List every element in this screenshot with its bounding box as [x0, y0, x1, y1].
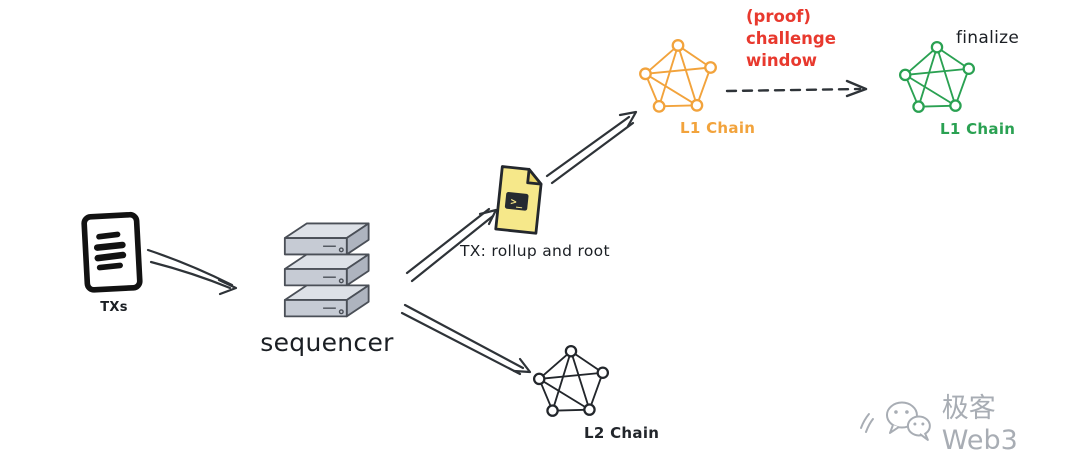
txs-icon	[81, 211, 143, 293]
txs-label: TXs	[100, 300, 128, 315]
l2-chain-icon	[530, 342, 612, 424]
arrow-sequencer-to-l2-chain	[400, 303, 532, 376]
challenge-window-line3: window	[746, 51, 818, 70]
rollup-file-label: TX: rollup and root	[460, 242, 610, 260]
wechat-icon	[885, 401, 931, 441]
finalize-label: finalize	[956, 28, 1020, 48]
dashed-arrow-challenge-window	[725, 79, 868, 98]
l2-chain-label: L2 Chain	[584, 424, 660, 442]
arrow-rollup-file-to-l1-chain	[545, 110, 638, 185]
challenge-window-line1: (proof)	[746, 7, 811, 26]
l1-chain-final-icon	[896, 38, 978, 120]
watermark-tick-marks	[859, 413, 874, 433]
challenge-window-line2: challenge	[746, 29, 836, 48]
sequencer-label: sequencer	[260, 328, 394, 357]
watermark-text: 极客 Web3	[941, 393, 1018, 456]
script-file-icon: >_	[494, 165, 543, 235]
watermark: 极客 Web3	[858, 386, 1080, 456]
l1-chain-pending-icon	[636, 36, 720, 120]
arrow-txs-to-sequencer	[146, 248, 238, 296]
sequencer-icon	[283, 222, 370, 318]
challenge-window-annotation: (proof) challenge window	[746, 6, 836, 72]
l1-chain-final-label: L1 Chain	[940, 120, 1016, 138]
terminal-prompt-glyph: >_	[510, 197, 524, 209]
l1-chain-pending-label: L1 Chain	[680, 119, 756, 137]
